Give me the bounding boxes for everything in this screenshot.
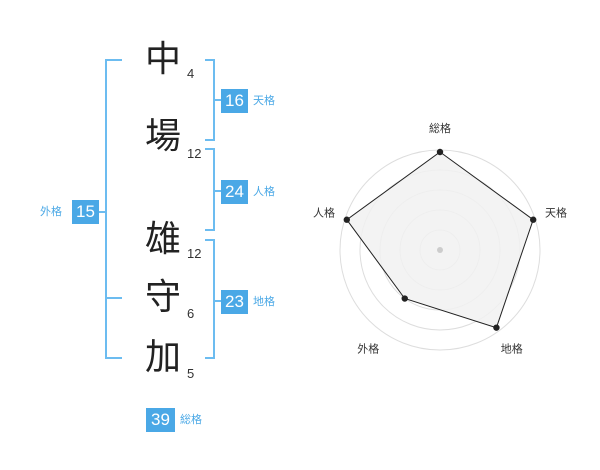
stroke-count-2: 12 — [187, 146, 202, 161]
radar-axis-label: 人格 — [313, 205, 335, 219]
name-char-1: 中 — [144, 39, 181, 80]
stroke-count-1: 4 — [187, 66, 195, 81]
radar-axis-label: 地格 — [501, 342, 523, 356]
radar-center-dot — [437, 247, 443, 253]
stroke-count-5: 5 — [187, 366, 195, 381]
radar-point — [530, 216, 537, 223]
name-char-3: 雄 — [144, 219, 181, 260]
stroke-count-3: 12 — [187, 246, 202, 261]
tenkaku-value-badge: 16 — [221, 89, 248, 113]
tenkaku-label: 天格 — [253, 94, 275, 107]
name-char-2: 場 — [144, 116, 181, 157]
radar-axis-label: 総格 — [429, 121, 451, 135]
gaikaku-value-badge: 15 — [72, 200, 99, 224]
radar-point — [493, 324, 500, 331]
radar-point — [343, 216, 350, 223]
radar-axis-label: 外格 — [357, 342, 379, 356]
gaikaku-label: 外格 — [40, 205, 62, 218]
chikaku-label: 地格 — [253, 295, 275, 308]
radar-point — [401, 295, 408, 302]
gaikaku-bracket — [105, 59, 122, 359]
radar-score-polygon — [346, 151, 534, 329]
soukaku-label: 総格 — [180, 413, 202, 426]
jinkaku-value-badge: 24 — [221, 180, 248, 204]
jinkaku-label: 人格 — [253, 185, 275, 198]
soukaku-value-badge: 39 — [146, 408, 175, 432]
chikaku-value-badge: 23 — [221, 290, 248, 314]
jinkaku-bracket — [205, 148, 215, 231]
name-char-4: 守 — [144, 277, 181, 318]
chikaku-bracket — [205, 239, 215, 359]
name-char-5: 加 — [144, 337, 181, 378]
radar-axis-label: 天格 — [545, 205, 567, 219]
stroke-count-4: 6 — [187, 306, 195, 321]
radar-point — [436, 148, 444, 156]
radar-points — [343, 148, 537, 331]
